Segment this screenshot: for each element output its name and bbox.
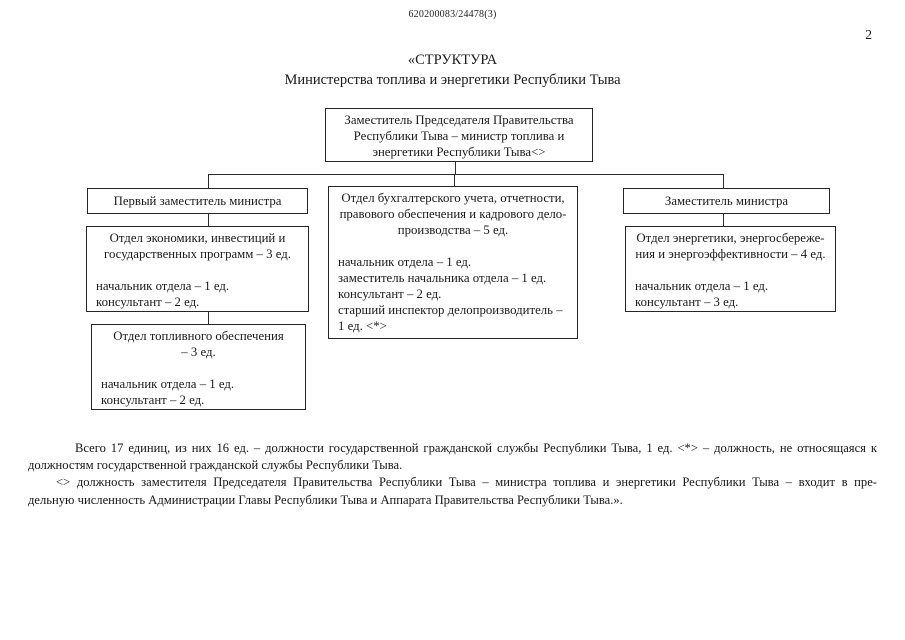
box-dept-accounting: Отдел бухгалтерского учета, отчетности, … bbox=[328, 186, 578, 339]
connector-left-dept2 bbox=[208, 312, 209, 324]
connector-center-drop bbox=[454, 174, 455, 186]
box-dept-economics: Отдел экономики, инвестиций и государств… bbox=[86, 226, 309, 312]
box-dept-energy: Отдел энергетики, энергосбереже- ния и э… bbox=[625, 226, 836, 312]
staff-line: консультант – 3 ед. bbox=[635, 295, 739, 309]
staff-line: консультант – 2 ед. bbox=[338, 287, 442, 301]
staff-line: начальник отдела – 1 ед. bbox=[101, 377, 235, 391]
dept-fuel-supply-title: Отдел топливного обеспечения – 3 ед. bbox=[113, 329, 284, 359]
staff-line: начальник отдела – 1 ед. bbox=[338, 255, 472, 269]
dept-economics-title: Отдел экономики, инвестиций и государств… bbox=[104, 231, 291, 261]
staff-line: старший инспектор делопроизводитель – 1 … bbox=[338, 303, 563, 333]
dept-fuel-supply-staff: начальник отдела – 1 ед. консультант – 2… bbox=[92, 376, 305, 408]
connector-left-dept1 bbox=[208, 213, 209, 226]
note-line: должностям государственной гражданской с… bbox=[28, 458, 403, 473]
dept-energy-title: Отдел энергетики, энергосбереже- ния и э… bbox=[635, 231, 826, 261]
footnotes: Всего 17 единиц, из них 16 ед. – должнос… bbox=[28, 440, 877, 509]
deputy-minister-label: Заместитель министра bbox=[664, 194, 789, 208]
note-line: <> должность заместителя Председателя Пр… bbox=[56, 475, 877, 490]
connector-right-dept bbox=[723, 213, 724, 226]
box-deputy-minister: Заместитель министра bbox=[623, 188, 830, 214]
box-minister: Заместитель Председателя Правительства Р… bbox=[325, 108, 593, 162]
dept-accounting-title: Отдел бухгалтерского учета, отчетности, … bbox=[339, 191, 567, 237]
document-number: 620200083/24478(3) bbox=[408, 9, 497, 20]
dept-energy-staff: начальник отдела – 1 ед. консультант – 3… bbox=[626, 278, 835, 310]
connector-left-drop bbox=[208, 174, 209, 188]
dept-accounting-staff: начальник отдела – 1 ед. заместитель нач… bbox=[329, 254, 577, 334]
connector-horizontal bbox=[208, 174, 724, 175]
box-minister-text: Заместитель Председателя Правительства Р… bbox=[344, 113, 574, 159]
connector-top-vertical bbox=[455, 162, 456, 174]
connector-right-drop bbox=[723, 174, 724, 188]
staff-line: консультант – 2 ед. bbox=[96, 295, 200, 309]
box-first-deputy-minister: Первый заместитель министра bbox=[87, 188, 308, 214]
first-deputy-label: Первый заместитель министра bbox=[113, 194, 282, 208]
note-line: дельную численность Администрации Главы … bbox=[28, 492, 623, 507]
ministry-subtitle: Министерства топлива и энергетики Респуб… bbox=[284, 72, 621, 88]
box-dept-fuel-supply: Отдел топливного обеспечения – 3 ед. нач… bbox=[91, 324, 306, 410]
staff-line: консультант – 2 ед. bbox=[101, 393, 205, 407]
staff-line: начальник отдела – 1 ед. bbox=[96, 279, 230, 293]
staff-line: начальник отдела – 1 ед. bbox=[635, 279, 769, 293]
note-line: Всего 17 единиц, из них 16 ед. – должнос… bbox=[75, 441, 877, 455]
dept-economics-staff: начальник отдела – 1 ед. консультант – 2… bbox=[87, 278, 308, 310]
page-number: 2 bbox=[865, 27, 872, 42]
staff-line: заместитель начальника отдела – 1 ед. bbox=[338, 271, 547, 285]
structure-title: «СТРУКТУРА bbox=[407, 52, 498, 68]
